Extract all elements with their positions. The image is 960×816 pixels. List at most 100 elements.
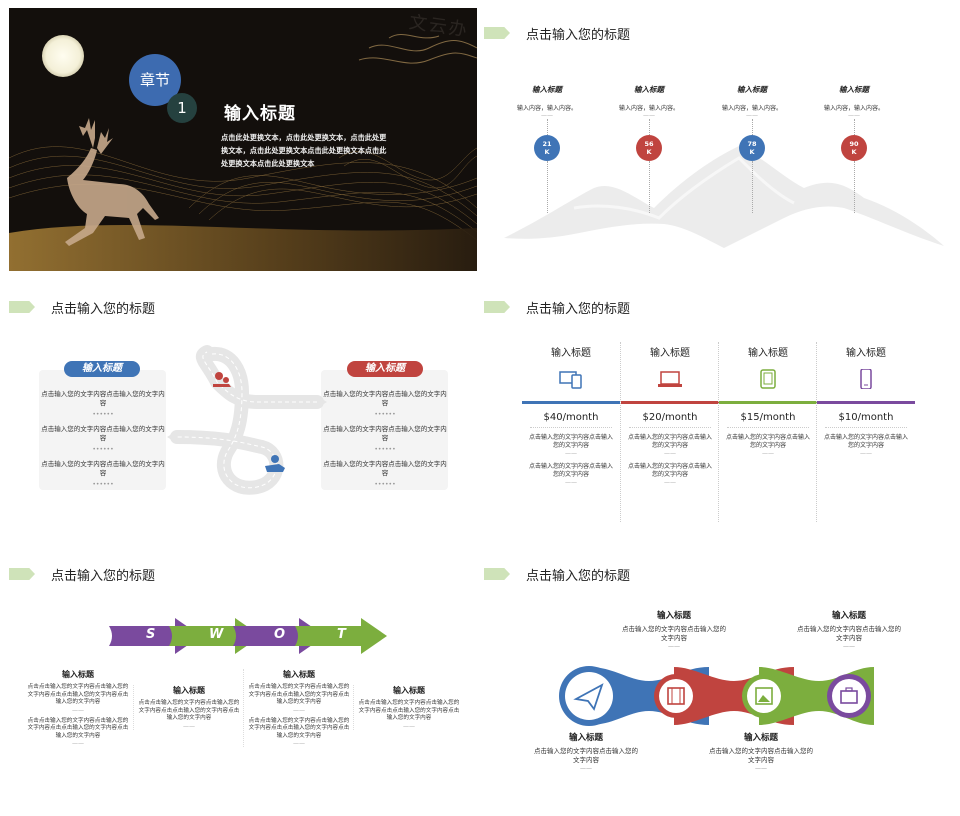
stat-stem — [648, 161, 650, 213]
stat-value: 78 — [747, 140, 757, 148]
swot-text: 点击点击输入您的文字内容点击输入您的文字内容点击点击输入您的文字内容点击输入您的… — [27, 684, 129, 705]
stat-column: 输入标题 输入内容，输入内容。 —— 56 K — [604, 84, 694, 213]
right-paragraphs: 点击输入您的文字内容点击输入您的文字内容 •••••• 点击输入您的文字内容点击… — [323, 390, 447, 489]
pricing-column[interactable]: 输入标题 $20/month 点击输入您的文字内容点击输入您的文字内容——点击输… — [620, 342, 719, 522]
body-line: 换文本，点击此处更换文本点击此处更换文本点击此 — [221, 146, 387, 155]
bottom-text-block-2: 输入标题 点击输入您的文字内容点击输入您的文字内容 —— — [706, 731, 816, 772]
slide-pricing-devices[interactable]: 点击输入您的标题 输入标题 $40/month 点击输入您的文字内容点击输入您的… — [484, 282, 952, 540]
stat-column: 输入标题 输入内容，输入内容。 —— 90 K — [809, 84, 899, 213]
column-heading[interactable]: 输入标题 — [748, 348, 788, 359]
stat-heading[interactable]: 输入标题 — [634, 85, 664, 94]
block-heading[interactable]: 输入标题 — [743, 733, 778, 743]
dotted-rule — [825, 427, 907, 428]
stat-circle: 78 K — [739, 135, 765, 161]
separator: —— — [541, 112, 553, 119]
separator: •••••• — [374, 446, 396, 453]
title-tag-arrow — [484, 568, 510, 580]
pricing-column[interactable]: 输入标题 $15/month 点击输入您的文字内容点击输入您的文字内容—— — [718, 342, 817, 522]
mountain-background — [504, 146, 944, 248]
left-heading-pill[interactable]: 输入标题 — [64, 361, 140, 377]
right-heading-pill[interactable]: 输入标题 — [347, 361, 423, 377]
block-heading[interactable]: 输入标题 — [831, 611, 866, 621]
swot-column[interactable]: 输入标题点击点击输入您的文字内容点击输入您的文字内容点击点击输入您的文字内容点击… — [243, 669, 354, 747]
separator: —— — [664, 479, 676, 486]
swot-letter: O — [274, 627, 286, 642]
block-text: 点击输入您的文字内容点击输入您的文字内容 — [622, 625, 726, 642]
swot-letter: S — [146, 627, 156, 642]
separator: —— — [755, 765, 767, 772]
swot-column[interactable]: 输入标题点击点击输入您的文字内容点击输入您的文字内容点击点击输入您的文字内容点击… — [353, 685, 464, 730]
separator: —— — [664, 450, 676, 457]
slide-title[interactable]: 点击输入您的标题 — [51, 302, 156, 317]
gears-hand-icon — [213, 372, 231, 387]
pricing-column[interactable]: 输入标题 $10/month 点击输入您的文字内容点击输入您的文字内容—— — [816, 342, 915, 522]
column-text: 点击输入您的文字内容点击输入您的文字内容 — [627, 434, 712, 449]
slide-title[interactable]: 点击输入您的标题 — [526, 302, 631, 317]
paragraph: 点击输入您的文字内容点击输入您的文字内容 — [323, 390, 447, 407]
block-heading[interactable]: 输入标题 — [568, 733, 603, 743]
separator: •••••• — [92, 411, 114, 418]
laptop-icon — [621, 369, 719, 389]
stat-connector — [546, 119, 548, 135]
column-heading[interactable]: 输入标题 — [846, 348, 886, 359]
separator: —— — [403, 722, 415, 730]
separator: —— — [848, 112, 860, 119]
image-icon — [755, 687, 773, 705]
swot-heading[interactable]: 输入标题 — [173, 686, 205, 695]
paper-plane-icon — [573, 683, 604, 711]
column-text: 点击输入您的文字内容点击输入您的文字内容 — [528, 434, 613, 449]
swot-column[interactable]: 输入标题点击点击输入您的文字内容点击输入您的文字内容点击点击输入您的文字内容点击… — [133, 685, 244, 730]
paragraph: 点击输入您的文字内容点击输入您的文字内容 — [323, 460, 447, 477]
column-heading[interactable]: 输入标题 — [650, 348, 690, 359]
paragraph: 点击输入您的文字内容点击输入您的文字内容 — [41, 460, 165, 477]
top-text-block-2: 输入标题 点击输入您的文字内容点击输入您的文字内容 —— — [794, 609, 904, 650]
stat-circle: 56 K — [636, 135, 662, 161]
golden-ground — [9, 224, 477, 271]
stat-unit: K — [851, 148, 857, 156]
slide-swot[interactable]: 点击输入您的标题 S W O T 输入标题点击点击输入您的文字内容点击输入您的文… — [9, 549, 477, 809]
paragraph: 点击输入您的文字内容点击输入您的文字内容 — [323, 425, 447, 442]
stat-text: 输入内容，输入内容。 — [823, 105, 884, 112]
column-heading[interactable]: 输入标题 — [551, 348, 591, 359]
stat-column: 输入标题 输入内容，输入内容。 —— 78 K — [707, 84, 797, 213]
left-paragraphs: 点击输入您的文字内容点击输入您的文字内容 •••••• 点击输入您的文字内容点击… — [41, 390, 165, 489]
top-text-block-1: 输入标题 点击输入您的文字内容点击输入您的文字内容 —— — [619, 609, 729, 650]
slide-stats-mountains[interactable]: 点击输入您的标题 输入标题 输入内容，输入内容。 —— 21 K 输入标题 输入… — [484, 8, 952, 271]
left-text-box — [39, 370, 166, 490]
block-text: 点击输入您的文字内容点击输入您的文字内容 — [709, 747, 813, 764]
phone-icon — [817, 368, 915, 390]
stat-heading[interactable]: 输入标题 — [839, 85, 869, 94]
slide-title[interactable]: 输入标题 — [224, 104, 296, 124]
slide-chapter-cover[interactable]: 文云办 章节 1 输入标题 点击此处更换文本，点击此处更换文本，点击此处更 换文… — [9, 8, 477, 271]
separator: —— — [580, 765, 592, 772]
separator: —— — [860, 450, 872, 457]
slide-title[interactable]: 点击输入您的标题 — [526, 28, 631, 43]
slide-body[interactable]: 点击此处更换文本，点击此处更换文本，点击此处更 换文本，点击此处更换文本点击此处… — [221, 131, 386, 170]
stat-heading[interactable]: 输入标题 — [737, 85, 767, 94]
swot-heading[interactable]: 输入标题 — [393, 686, 425, 695]
stat-unit: K — [646, 148, 652, 156]
column-texts: 点击输入您的文字内容点击输入您的文字内容——点击输入您的文字内容点击输入您的文字… — [621, 434, 719, 486]
slide-circle-process[interactable]: 点击输入您的标题 输入标题 点击输入您的文字内容点击输入您的文字内容 —— 输入… — [484, 549, 952, 809]
stat-heading[interactable]: 输入标题 — [532, 85, 562, 94]
swot-heading[interactable]: 输入标题 — [283, 670, 315, 679]
tablet-icon — [719, 369, 817, 389]
block-heading[interactable]: 输入标题 — [656, 611, 691, 621]
pricing-column[interactable]: 输入标题 $40/month 点击输入您的文字内容点击输入您的文字内容——点击输… — [522, 342, 620, 522]
swot-arrow-t — [295, 618, 387, 654]
circle-chain-graphic — [559, 666, 874, 726]
column-price: $15/month — [740, 412, 796, 423]
devices-icon — [522, 369, 620, 389]
swot-column[interactable]: 输入标题点击点击输入您的文字内容点击输入您的文字内容点击点击输入您的文字内容点击… — [23, 669, 133, 747]
stat-value: 56 — [644, 140, 654, 148]
swot-heading[interactable]: 输入标题 — [62, 670, 94, 679]
swot-arrow-band — [109, 618, 387, 654]
separator: —— — [643, 112, 655, 119]
block-text: 点击输入您的文字内容点击输入您的文字内容 — [797, 625, 901, 642]
slide-title[interactable]: 点击输入您的标题 — [526, 569, 631, 584]
stat-unit: K — [544, 148, 550, 156]
slide-road-diagram[interactable]: 点击输入您的标题 输入标题 点击输入您的文字内容点击输入您的文字内容 •••••… — [9, 282, 477, 540]
slide-title[interactable]: 点击输入您的标题 — [51, 569, 156, 584]
stat-connector — [853, 119, 855, 135]
separator: •••••• — [374, 411, 396, 418]
